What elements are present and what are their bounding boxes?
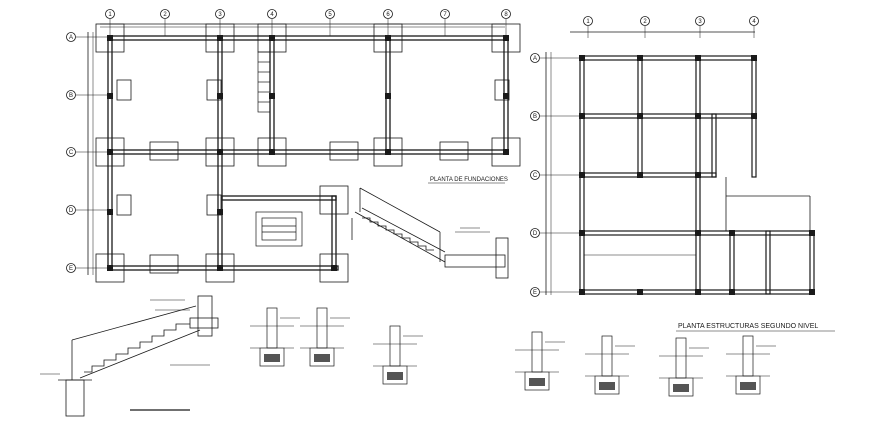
stair-section-middle xyxy=(351,187,509,279)
svg-text:E: E xyxy=(69,266,73,272)
svg-text:E: E xyxy=(533,290,537,296)
columns xyxy=(107,35,509,271)
svg-text:D: D xyxy=(533,231,538,237)
second-level-axis-3: 3 xyxy=(695,16,705,26)
svg-text:2: 2 xyxy=(163,12,167,18)
foundation-axis-C: C xyxy=(66,147,76,157)
foundation-beams xyxy=(107,35,509,271)
second-level-row-axes: A B C D E xyxy=(530,53,580,297)
second-level-axis-C: C xyxy=(530,170,540,180)
second-level-axis-4: 4 xyxy=(749,16,759,26)
svg-text:4: 4 xyxy=(752,19,756,25)
second-level-axis-A: A xyxy=(530,53,540,63)
footing-detail-2 xyxy=(300,307,350,367)
foundation-plan-title: PLANTA DE FUNDACIONES xyxy=(430,177,508,183)
foundation-axis-5: 5 xyxy=(325,9,335,19)
footing-detail-6 xyxy=(659,337,709,397)
second-level-axis-E: E xyxy=(530,287,540,297)
second-level-plan: 1 2 3 4 A B C D E xyxy=(530,16,835,332)
svg-text:2: 2 xyxy=(643,19,647,25)
foundation-axis-7: 7 xyxy=(440,9,450,19)
foundation-axis-E: E xyxy=(66,263,76,273)
stair-section-bottom xyxy=(40,295,219,417)
second-level-axis-1: 1 xyxy=(583,16,593,26)
footing-details xyxy=(250,307,776,397)
svg-text:3: 3 xyxy=(698,19,702,25)
foundation-stair-detail xyxy=(255,51,303,247)
svg-text:4: 4 xyxy=(270,12,274,18)
foundation-axis-1: 1 xyxy=(105,9,115,19)
footing-detail-4 xyxy=(515,331,565,391)
svg-text:1: 1 xyxy=(108,12,112,18)
svg-text:A: A xyxy=(533,56,537,62)
svg-text:B: B xyxy=(533,114,537,120)
svg-text:6: 6 xyxy=(386,12,390,18)
svg-text:3: 3 xyxy=(218,12,222,18)
foundation-axis-8: 8 xyxy=(501,9,511,19)
svg-text:7: 7 xyxy=(443,12,447,18)
second-level-axis-B: B xyxy=(530,111,540,121)
svg-text:C: C xyxy=(533,173,538,179)
foundation-axis-B: B xyxy=(66,90,76,100)
svg-text:8: 8 xyxy=(504,12,508,18)
foundation-column-axes: 1 2 3 4 5 6 7 8 xyxy=(105,9,511,36)
foundation-axis-2: 2 xyxy=(160,9,170,19)
svg-text:D: D xyxy=(69,208,74,214)
second-level-columns xyxy=(579,55,815,295)
foundation-axis-3: 3 xyxy=(215,9,225,19)
foundation-axis-D: D xyxy=(66,205,76,215)
foundation-axis-6: 6 xyxy=(383,9,393,19)
footing-detail-3 xyxy=(373,325,423,385)
svg-text:A: A xyxy=(69,35,73,41)
footing-detail-5 xyxy=(585,335,635,395)
svg-text:C: C xyxy=(69,150,74,156)
footings xyxy=(95,23,521,283)
footing-detail-1 xyxy=(250,307,300,367)
svg-text:5: 5 xyxy=(328,12,332,18)
svg-text:B: B xyxy=(69,93,73,99)
svg-text:1: 1 xyxy=(586,19,590,25)
foundation-plan: 1 2 3 4 5 6 7 8 A B C D E xyxy=(66,9,521,283)
foundation-axis-4: 4 xyxy=(267,9,277,19)
second-level-plan-title: PLANTA ESTRUCTURAS SEGUNDO NIVEL xyxy=(678,323,818,330)
foundation-row-axes: A B C D E xyxy=(66,32,108,273)
foundation-axis-A: A xyxy=(66,32,76,42)
second-level-axis-2: 2 xyxy=(640,16,650,26)
footing-detail-7 xyxy=(726,335,776,395)
second-level-axis-D: D xyxy=(530,228,540,238)
second-level-column-axes: 1 2 3 4 xyxy=(583,16,759,38)
